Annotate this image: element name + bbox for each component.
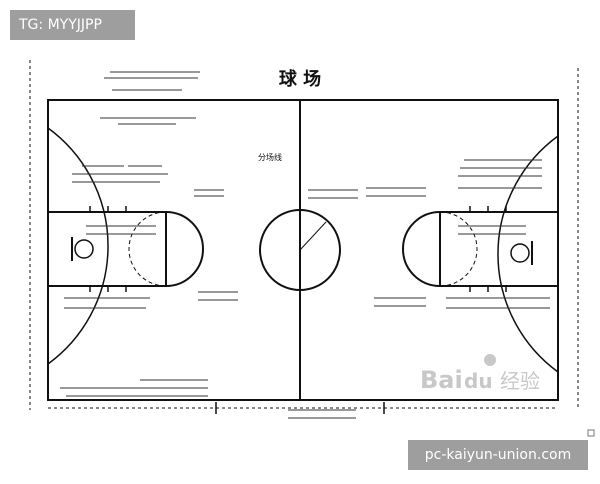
court-boundary: [47, 99, 559, 401]
outer-dimension-lines: [29, 60, 579, 410]
center-line-note: 分场线: [258, 152, 282, 162]
right-basket: [510, 243, 530, 263]
left-free-throw-arc: [165, 211, 204, 287]
left-basket: [74, 239, 94, 259]
right-key: [439, 211, 559, 287]
top-tag: TG: MYYJJPP: [10, 10, 135, 40]
center-circle: [259, 209, 341, 291]
annotation-text-marks: [60, 71, 550, 419]
right-three-point-arc: [497, 135, 559, 373]
center-radius-line: [299, 221, 327, 251]
watermark-logo-text: Bai: [420, 366, 463, 394]
watermark-logo-suffix: du: [464, 369, 493, 393]
watermark-brand-text: 经验: [500, 369, 540, 393]
lane-hash-marks: [89, 206, 507, 292]
diagram-title: 球 场: [279, 69, 321, 90]
bottom-url-link[interactable]: pc-kaiyun-union.com: [408, 440, 588, 470]
baidu-watermark: Bai du 经验: [420, 354, 540, 394]
right-free-throw-arc-dashed: [439, 211, 478, 287]
right-free-throw-arc: [402, 211, 441, 287]
left-three-point-arc: [47, 127, 109, 365]
left-key: [47, 211, 167, 287]
bottom-ticks: [215, 402, 385, 414]
left-free-throw-arc-dashed: [128, 211, 167, 287]
corner-expand-icon: [587, 429, 595, 437]
paw-icon: [484, 354, 496, 366]
